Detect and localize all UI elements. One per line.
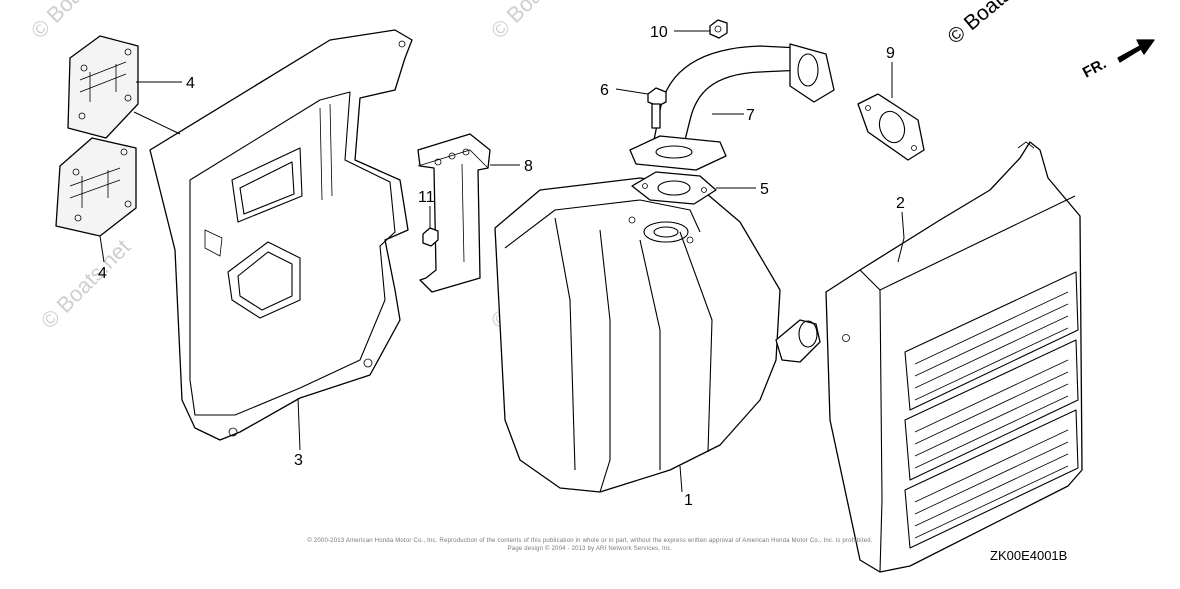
- callout-1: 1: [684, 492, 693, 509]
- callout-10: 10: [650, 24, 668, 41]
- watermark-top-right: © Boats.net: [943, 0, 1042, 49]
- callout-2: 2: [896, 195, 905, 212]
- insulator-plate-lower: [55, 137, 137, 237]
- leader-4-link: [133, 111, 181, 135]
- exhaust-pipe: [629, 43, 835, 171]
- callout-4-upper: 4: [186, 75, 195, 92]
- front-arrow-icon: [1117, 39, 1155, 63]
- callout-7: 7: [746, 107, 755, 124]
- leader-1: [679, 465, 683, 493]
- copyright-line-2: Page design © 2004 - 2013 by ARI Network…: [507, 546, 673, 552]
- muffler-bracket: [417, 133, 491, 293]
- muffler-protector: [149, 29, 413, 441]
- front-direction-indicator: FR.: [1080, 39, 1155, 82]
- pipe-gasket: [857, 93, 925, 161]
- callout-9: 9: [886, 45, 895, 62]
- callout-3: 3: [294, 452, 303, 469]
- exhaust-gasket: [631, 171, 717, 205]
- leader-3: [297, 397, 301, 451]
- leader-4-lower: [99, 235, 105, 263]
- muffler-body: [494, 177, 821, 493]
- watermark-top-center: © Boats.net: [486, 0, 585, 44]
- nut-10: [709, 19, 728, 39]
- leader-2: [897, 211, 905, 263]
- muffler-cover: [825, 141, 1083, 573]
- watermark-mid-left: © Boats.net: [36, 234, 135, 333]
- insulator-plate-upper: [67, 35, 139, 139]
- leader-6: [615, 88, 649, 95]
- callout-5: 5: [760, 181, 769, 198]
- front-direction-label: FR.: [1080, 55, 1109, 81]
- copyright-notice: © 2000-2013 American Honda Motor Co., In…: [160, 537, 1020, 553]
- watermark-top-left: © Boats.net: [26, 0, 125, 44]
- callout-8: 8: [524, 158, 533, 175]
- callout-11: 11: [418, 189, 435, 206]
- callout-4-lower: 4: [98, 265, 107, 282]
- callout-6: 6: [600, 82, 609, 99]
- diagram-code: ZK00E4001B: [990, 548, 1068, 563]
- bolt-6: [647, 87, 667, 129]
- copyright-line-1: © 2000-2013 American Honda Motor Co., In…: [307, 538, 873, 544]
